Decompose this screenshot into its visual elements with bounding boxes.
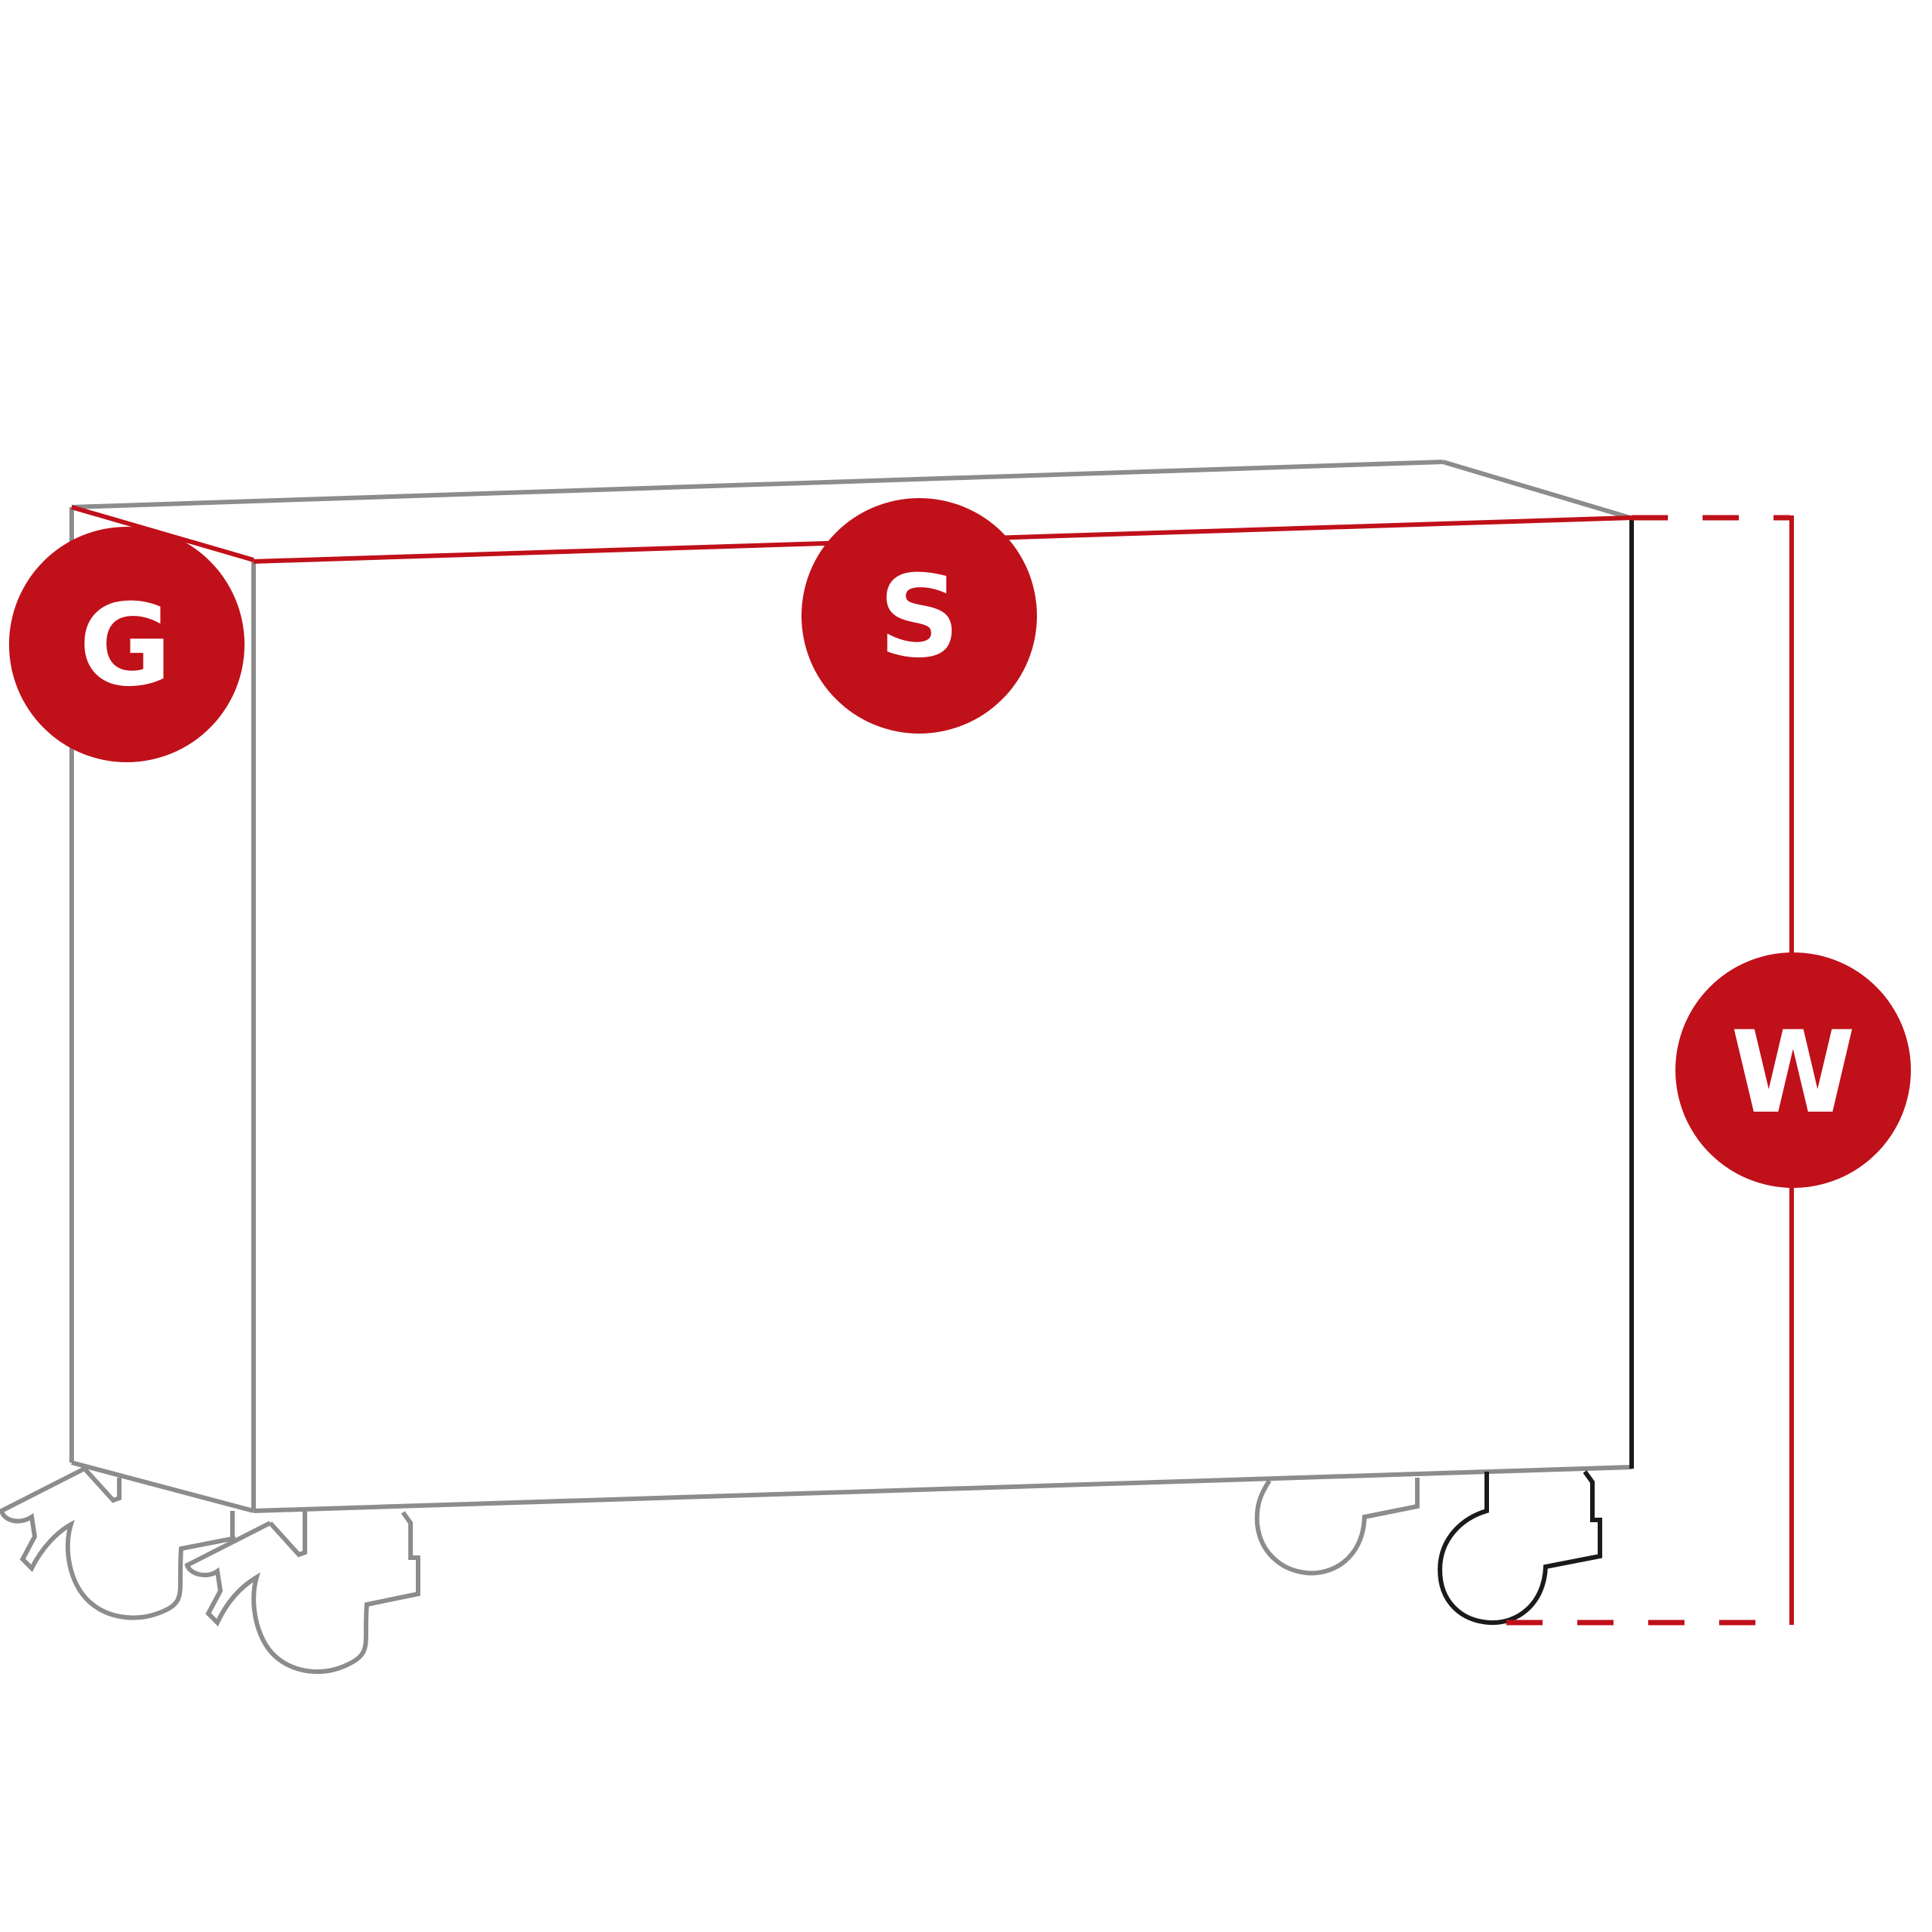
badge-width-label: S bbox=[878, 552, 960, 683]
badge-width: S bbox=[801, 498, 1037, 734]
caster-back-right bbox=[1254, 1478, 1420, 1576]
caster-wheels bbox=[0, 1466, 1602, 1675]
badge-depth-label: G bbox=[78, 580, 171, 712]
caster-back-left-bracket bbox=[82, 1466, 122, 1503]
caster-back-left bbox=[0, 1466, 236, 1620]
top-right-depth-edge bbox=[1442, 460, 1631, 520]
caster-front-right bbox=[1437, 1470, 1602, 1626]
caster-front-left bbox=[184, 1511, 420, 1675]
badge-depth: G bbox=[9, 527, 245, 762]
badge-height-circle bbox=[1675, 952, 1911, 1188]
badge-height: W bbox=[1675, 952, 1911, 1188]
badge-height-label: W bbox=[1730, 1008, 1855, 1139]
badge-width-circle bbox=[801, 498, 1037, 734]
caster-front-left-bracket bbox=[268, 1511, 307, 1558]
bottom-front-edge bbox=[253, 1465, 1632, 1513]
badge-depth-circle bbox=[9, 527, 245, 762]
bottom-left-depth-edge bbox=[71, 1460, 254, 1513]
top-back-edge bbox=[71, 460, 1444, 509]
